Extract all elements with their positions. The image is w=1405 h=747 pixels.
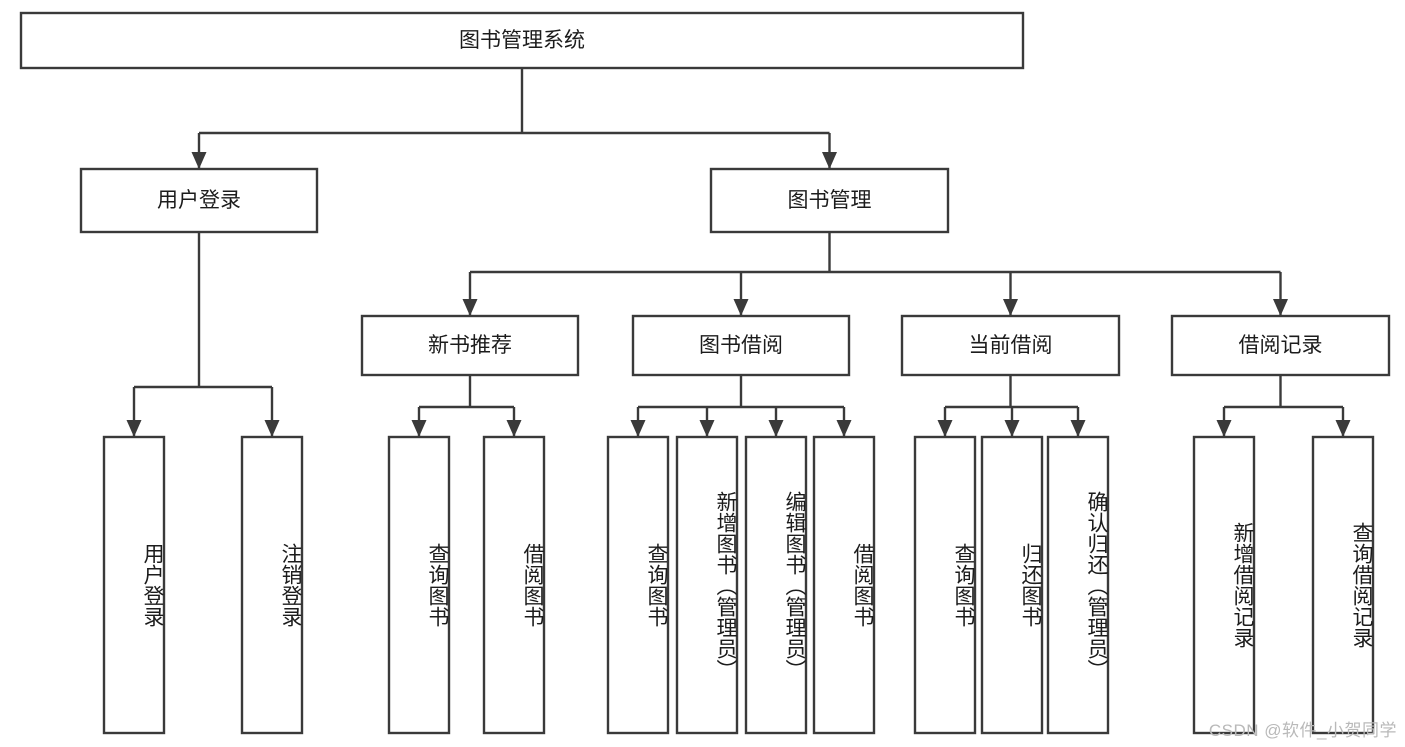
arrow-head-icon <box>630 420 646 437</box>
arrow-head-icon <box>1070 420 1086 437</box>
node-box-leaf-user-login[interactable] <box>102 435 166 735</box>
arrow-head-icon <box>411 420 427 437</box>
node-box-leaf-query-book-2[interactable] <box>606 435 670 735</box>
node-box-leaf-add-book[interactable] <box>675 435 739 735</box>
arrow-head-icon <box>264 420 280 437</box>
arrow-head-icon <box>733 299 749 316</box>
node-box-leaf-return-book[interactable] <box>980 435 1044 735</box>
node-box-leaf-edit-book[interactable] <box>744 435 808 735</box>
node-box-leaf-query-record[interactable] <box>1311 435 1375 735</box>
arrow-head-icon <box>126 420 142 437</box>
node-label-user-login: 用户登录 <box>157 189 241 212</box>
node-label-book-borrow: 图书借阅 <box>699 334 783 357</box>
arrow-head-icon <box>1335 420 1351 437</box>
arrow-head-icon <box>768 420 784 437</box>
node-box-borrow-record[interactable] <box>1170 314 1391 377</box>
node-box-book-borrow[interactable] <box>631 314 851 377</box>
node-box-root[interactable] <box>19 11 1025 70</box>
arrow-head-icon <box>1003 299 1018 316</box>
arrow-head-icon <box>506 420 522 437</box>
arrow-head-icon <box>699 420 715 437</box>
node-label-book-manage: 图书管理 <box>788 189 872 212</box>
node-box-user-login[interactable] <box>79 167 319 234</box>
node-box-leaf-query-book-3[interactable] <box>913 435 977 735</box>
node-box-book-manage[interactable] <box>709 167 950 234</box>
nodes-layer <box>19 11 1391 735</box>
arrow-head-icon <box>1273 299 1288 316</box>
node-box-leaf-confirm-return[interactable] <box>1046 435 1110 735</box>
node-box-leaf-query-book-1[interactable] <box>387 435 451 735</box>
arrow-head-icon <box>822 152 837 169</box>
watermark-text: CSDN @软件_小贺同学 <box>1208 721 1397 740</box>
node-box-new-book-rec[interactable] <box>360 314 580 377</box>
node-box-leaf-logout[interactable] <box>240 435 304 735</box>
node-box-leaf-borrow-book-1[interactable] <box>482 435 546 735</box>
arrow-head-icon <box>1216 420 1232 437</box>
arrow-head-icon <box>1004 420 1020 437</box>
node-box-leaf-borrow-book-2[interactable] <box>812 435 876 735</box>
arrow-head-icon <box>191 152 207 169</box>
edges-layer <box>126 68 1351 437</box>
node-label-new-book-rec: 新书推荐 <box>428 334 512 357</box>
node-label-root: 图书管理系统 <box>459 29 585 52</box>
arrow-head-icon <box>836 420 852 437</box>
node-box-leaf-add-record[interactable] <box>1192 435 1256 735</box>
node-box-current-borrow[interactable] <box>900 314 1121 377</box>
arrow-head-icon <box>462 299 478 316</box>
arrow-head-icon <box>937 420 953 437</box>
node-label-current-borrow: 当前借阅 <box>969 334 1053 357</box>
node-label-borrow-record: 借阅记录 <box>1239 334 1323 357</box>
